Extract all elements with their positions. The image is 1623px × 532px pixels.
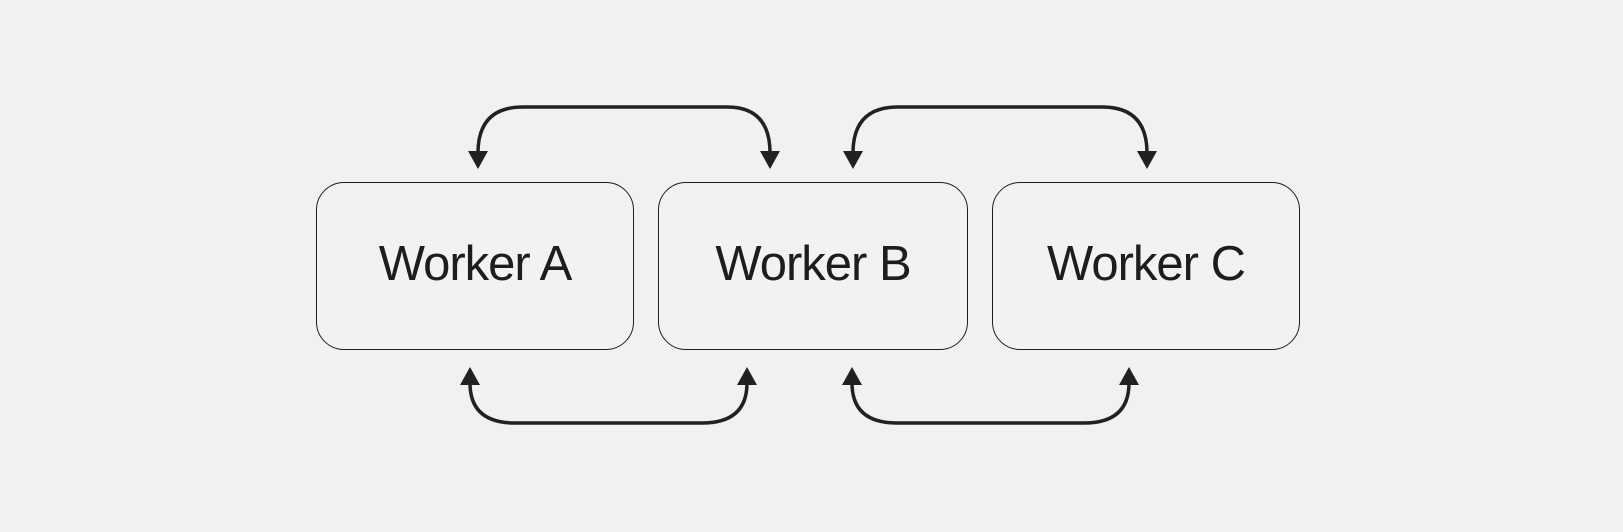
- arrowhead-up-icon: [1119, 367, 1139, 385]
- edge-a-b-bottom: [460, 367, 757, 425]
- arrowhead-down-icon: [1137, 151, 1157, 169]
- node-worker-b-label: Worker B: [715, 236, 911, 291]
- node-worker-c: Worker C: [992, 182, 1300, 350]
- edge-b-c-top: [843, 105, 1157, 169]
- node-worker-c-label: Worker C: [1046, 236, 1246, 291]
- arrowhead-up-icon: [460, 367, 480, 385]
- arrowhead-up-icon: [842, 367, 862, 385]
- edge-b-c-bottom: [842, 367, 1139, 425]
- node-worker-b: Worker B: [658, 182, 968, 350]
- arrowhead-down-icon: [760, 151, 780, 169]
- arrowhead-down-icon: [468, 151, 488, 169]
- edge-b-c-bottom-line: [850, 382, 1131, 425]
- edge-a-b-top-line: [476, 105, 772, 154]
- edge-b-c-top-line: [851, 105, 1149, 154]
- edge-a-b-top: [468, 105, 780, 169]
- edge-a-b-bottom-line: [468, 382, 749, 425]
- arrowhead-down-icon: [843, 151, 863, 169]
- node-worker-a: Worker A: [316, 182, 634, 350]
- arrowhead-up-icon: [737, 367, 757, 385]
- node-worker-a-label: Worker A: [378, 236, 573, 291]
